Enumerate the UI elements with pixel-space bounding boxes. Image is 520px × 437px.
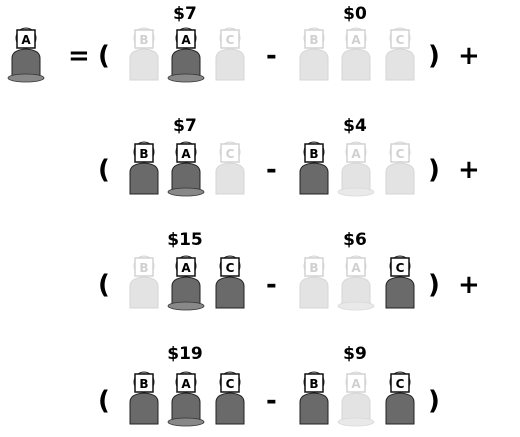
svg-text:B: B [139, 261, 148, 275]
svg-text:A: A [181, 377, 191, 391]
svg-text:A: A [351, 261, 361, 275]
minus-sign: - [266, 270, 277, 300]
svg-text:B: B [309, 147, 318, 161]
player-a-figure: A [337, 371, 375, 427]
player-a-figure: A [167, 255, 205, 311]
coalition-value: $6 [343, 230, 367, 250]
player-label: A [21, 33, 31, 47]
player-c-figure: C [385, 27, 415, 81]
svg-text:C: C [226, 147, 235, 161]
player-b-figure: B [129, 371, 159, 425]
open-paren: ( [98, 270, 110, 300]
svg-text:B: B [139, 33, 148, 47]
coalition-value: $15 [167, 230, 203, 250]
player-a-figure-standalone: A [7, 27, 45, 83]
svg-text:B: B [309, 377, 318, 391]
coalition-value: $7 [173, 4, 197, 24]
svg-text:A: A [351, 377, 361, 391]
player-b-figure: B [299, 371, 329, 425]
plus-sign: + [458, 41, 480, 71]
player-b-figure: B [299, 27, 329, 81]
coalition-value: $0 [343, 4, 367, 24]
svg-text:A: A [181, 261, 191, 275]
player-a-figure: A [167, 27, 205, 83]
player-a-figure: A [167, 141, 205, 197]
player-b-figure: B [129, 255, 159, 309]
close-paren: ) [428, 155, 440, 185]
plus-sign: + [458, 270, 480, 300]
close-paren: ) [428, 41, 440, 71]
coalition-value: $9 [343, 344, 367, 364]
player-c-figure: C [385, 141, 415, 195]
svg-text:A: A [181, 147, 191, 161]
player-b-figure: B [299, 255, 329, 309]
player-b-figure: B [299, 141, 329, 195]
open-paren: ( [98, 155, 110, 185]
svg-text:B: B [309, 261, 318, 275]
player-a-figure: A [167, 371, 205, 427]
svg-text:C: C [396, 377, 405, 391]
equals-sign: = [68, 41, 90, 71]
coalition-value: $7 [173, 116, 197, 136]
player-b-figure: B [129, 141, 159, 195]
svg-text:A: A [351, 33, 361, 47]
svg-text:A: A [351, 147, 361, 161]
minus-sign: - [266, 155, 277, 185]
svg-text:C: C [396, 33, 405, 47]
close-paren: ) [428, 386, 440, 416]
close-paren: ) [428, 270, 440, 300]
open-paren: ( [98, 386, 110, 416]
player-a-figure: A [337, 255, 375, 311]
minus-sign: - [266, 386, 277, 416]
coalition-value: $19 [167, 344, 203, 364]
player-c-figure: C [215, 27, 245, 81]
svg-text:B: B [309, 33, 318, 47]
player-a-figure: A [337, 141, 375, 197]
svg-text:C: C [396, 261, 405, 275]
player-c-figure: C [215, 141, 245, 195]
svg-text:B: B [139, 147, 148, 161]
svg-text:C: C [226, 377, 235, 391]
player-b-figure: B [129, 27, 159, 81]
player-c-figure: C [385, 371, 415, 425]
player-c-figure: C [215, 371, 245, 425]
svg-text:C: C [226, 261, 235, 275]
coalition-value: $4 [343, 116, 367, 136]
player-a-figure: A [341, 27, 371, 81]
minus-sign: - [266, 41, 277, 71]
person-icon: A [7, 27, 45, 83]
player-c-figure: C [385, 255, 415, 309]
svg-text:B: B [139, 377, 148, 391]
player-c-figure: C [215, 255, 245, 309]
plus-sign: + [458, 155, 480, 185]
svg-text:C: C [396, 147, 405, 161]
open-paren: ( [98, 41, 110, 71]
svg-text:C: C [226, 33, 235, 47]
svg-text:A: A [181, 33, 191, 47]
